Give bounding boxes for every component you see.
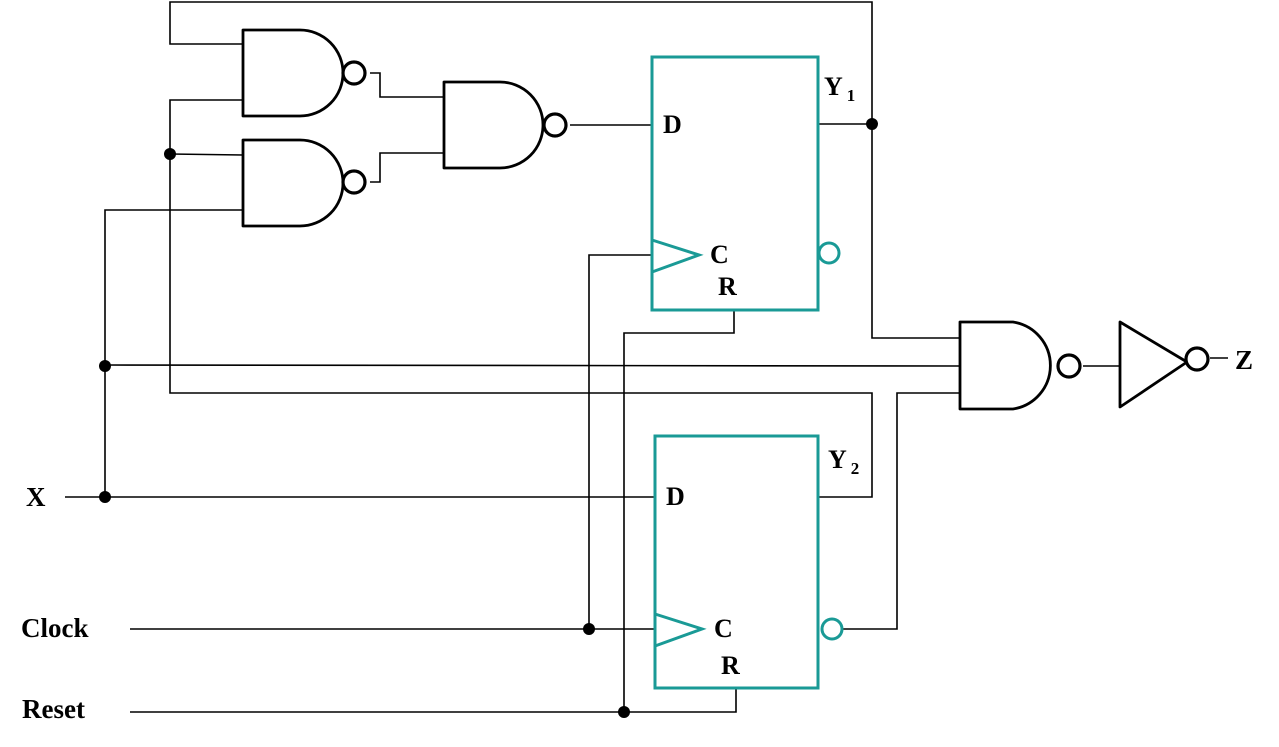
- flipflop-1-d-label: D: [663, 110, 682, 139]
- flipflop-2-r-label: R: [721, 651, 740, 680]
- inverter-gate-bubble: [1184, 346, 1210, 372]
- junction-x-lower: [99, 491, 111, 503]
- wire-y1-to-output-nand: [871, 124, 960, 339]
- wire-x-bus: [104, 209, 243, 497]
- wire-x-to-output-nand: [104, 364, 961, 367]
- input-clock-label: Clock: [21, 613, 89, 643]
- flipflop-1: D C R Y 1: [650, 55, 855, 312]
- flipflop-1-clock-triangle: [651, 238, 704, 274]
- wire-clock-to-ff1: [588, 254, 652, 629]
- wires: [65, 1, 1228, 713]
- nand-gate-2-bubble: [341, 169, 367, 195]
- wire-y2-bus: [169, 99, 873, 498]
- flipflop-1-r-label: R: [718, 272, 737, 301]
- flipflop-2-body: [653, 434, 820, 690]
- flipflop-1-inverted-output-bubble: [817, 241, 841, 265]
- wire-reset-to-ff1: [623, 310, 735, 712]
- flipflop-2-output-name: Y: [828, 445, 847, 474]
- junction-clock: [583, 623, 595, 635]
- nand-gate-3-bubble: [542, 112, 568, 138]
- flipflop-2-d-label: D: [666, 482, 685, 511]
- nand-gate-2: [241, 138, 367, 228]
- flipflop-1-body: [650, 55, 820, 312]
- flipflop-1-output-label: Y 1: [824, 72, 855, 105]
- output-nand-gate: [958, 320, 1082, 411]
- flipflop-2-output-label: Y 2: [828, 445, 859, 478]
- flipflop-2-c-label: C: [714, 614, 733, 643]
- inverter-gate: [1118, 320, 1210, 409]
- wire-reset-input: [130, 689, 737, 713]
- junction-y1: [866, 118, 878, 130]
- nand-gate-1-bubble: [341, 60, 367, 86]
- flipflop-2-clock-triangle: [654, 612, 707, 648]
- junction-x-upper: [99, 360, 111, 372]
- nand-gate-1: [241, 28, 367, 118]
- junction-y2-bus: [164, 148, 176, 160]
- flipflop-1-output-index: 1: [847, 86, 856, 105]
- output-z-label: Z: [1235, 345, 1253, 375]
- wire-y2bar-to-output-nand: [843, 392, 960, 630]
- junction-reset: [618, 706, 630, 718]
- flipflop-2-output-index: 2: [851, 459, 860, 478]
- nand-gate-3: [442, 80, 568, 170]
- flipflop-2-inverted-output-bubble: [820, 617, 844, 641]
- wire-y2-to-nand2: [169, 153, 244, 156]
- flipflop-1-output-name: Y: [824, 72, 843, 101]
- wire-nand2-to-nand3: [370, 152, 444, 183]
- junctions: [99, 118, 878, 718]
- input-reset-label: Reset: [22, 694, 85, 724]
- flipflop-2: D C R Y 2: [653, 434, 859, 690]
- wire-y1-feedback-top: [169, 1, 873, 124]
- output-nand-gate-bubble: [1056, 353, 1082, 379]
- flipflop-1-c-label: C: [710, 240, 729, 269]
- wire-nand1-to-nand3: [370, 72, 444, 98]
- input-x-label: X: [26, 482, 46, 512]
